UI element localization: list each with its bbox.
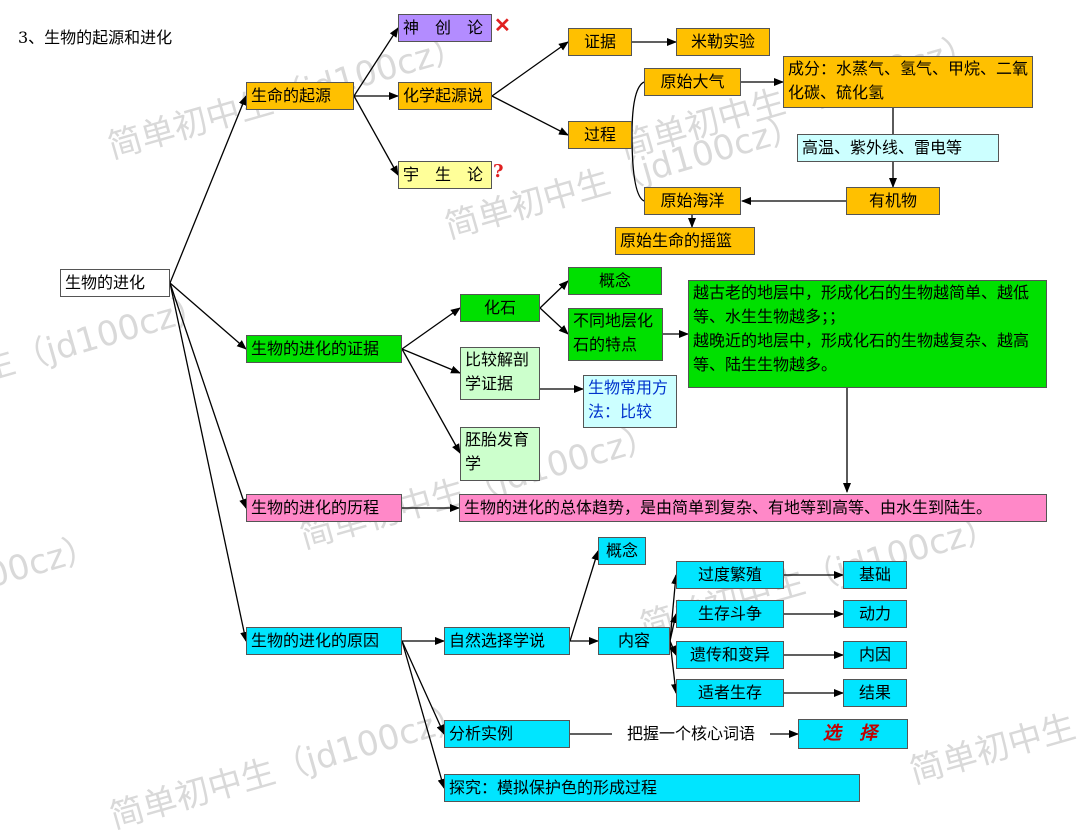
- node-comparative-anatomy: 比较解剖学证据: [460, 347, 540, 400]
- node-primitive-ocean: 原始海洋: [644, 187, 741, 215]
- connector-line: [169, 282, 247, 509]
- node-chemical: 化学起源说: [398, 82, 492, 110]
- connector-line: [401, 640, 446, 789]
- node-survival-fittest: 适者生存: [676, 679, 784, 707]
- node-inquiry: 探究：模拟保护色的形成过程: [444, 774, 860, 802]
- connector-line: [169, 282, 249, 642]
- node-driving-force: 动力: [843, 600, 907, 628]
- node-composition: 成分：水蒸气、氢气、甲烷、二氧化碳、硫化氢: [783, 56, 1033, 108]
- node-over-reproduction: 过度繁殖: [676, 561, 784, 589]
- node-evolution-course: 生物的进化的历程: [246, 494, 402, 522]
- node-natural-selection: 自然选择学说: [444, 627, 570, 655]
- node-selection: 选 择: [798, 719, 908, 749]
- connector-line: [669, 613, 678, 642]
- connector-line: [539, 280, 569, 309]
- connector-line: [539, 307, 569, 335]
- connector-line: [169, 282, 247, 350]
- strata-detail-recent: 越晚近的地层中，形成化石的生物越复杂、越高等、陆生生物越多。: [693, 331, 1030, 374]
- strata-detail-older: 越古老的地层中，形成化石的生物越简单、越低等、水生生物越多；；: [693, 283, 1030, 326]
- connector-line: [668, 640, 677, 656]
- node-struggle: 生存斗争: [676, 600, 784, 628]
- node-conditions: 高温、紫外线、雷电等: [797, 134, 999, 162]
- cross-mark-icon: ✕: [494, 13, 511, 37]
- connector-line: [669, 574, 680, 642]
- connector-line: [631, 134, 645, 202]
- connector-line: [569, 550, 600, 642]
- connector-line: [353, 95, 399, 176]
- node-evolution-evidence: 生物的进化的证据: [246, 335, 402, 363]
- question-mark-icon: ?: [493, 161, 504, 182]
- node-origin: 生命的起源: [246, 82, 354, 110]
- connector-line: [401, 307, 461, 350]
- node-heredity-variation: 遗传和变异: [676, 641, 784, 669]
- connector-line: [491, 95, 569, 136]
- connector-line: [401, 348, 461, 374]
- node-basis: 基础: [843, 561, 907, 589]
- connector-line: [401, 640, 445, 735]
- node-strata-features: 不同地层化石的特点: [568, 308, 663, 361]
- node-cradle: 原始生命的摇篮: [615, 227, 755, 255]
- connector-line: [631, 81, 645, 136]
- node-organic: 有机物: [846, 187, 940, 215]
- node-embryology: 胚胎发育学: [460, 427, 540, 481]
- node-trend: 生物的进化的总体趋势，是由简单到复杂、有地等到高等、由水生到陆生。: [459, 494, 1047, 522]
- node-root: 生物的进化: [60, 269, 170, 297]
- node-cosmic: 宇 生 论: [398, 161, 492, 189]
- node-concept-2: 概念: [598, 537, 646, 565]
- connector-line: [401, 348, 461, 454]
- node-internal-cause: 内因: [843, 641, 907, 669]
- node-common-method: 生物常用方法：比较: [583, 375, 677, 428]
- connector-line: [669, 640, 679, 694]
- connector-line: [353, 27, 399, 97]
- node-core-word: 把握一个核心词语: [612, 720, 770, 748]
- node-concept-1: 概念: [568, 267, 662, 295]
- node-process: 过程: [568, 121, 632, 149]
- node-result: 结果: [843, 679, 907, 707]
- connector-line: [169, 95, 247, 284]
- node-strata-detail: 越古老的地层中，形成化石的生物越简单、越低等、水生生物越多；； 越晚近的地层中，…: [688, 280, 1047, 388]
- node-primitive-atmosphere: 原始大气: [644, 68, 741, 96]
- connector-line: [491, 41, 569, 97]
- node-evidence: 证据: [568, 28, 632, 56]
- node-content: 内容: [598, 627, 670, 655]
- page-title: 3、生物的起源和进化: [18, 28, 173, 47]
- node-evolution-cause: 生物的进化的原因: [246, 627, 402, 655]
- node-miller: 米勒实验: [676, 28, 770, 56]
- node-analyze-examples: 分析实例: [444, 720, 570, 748]
- node-fossil: 化石: [460, 294, 540, 322]
- node-creation: 神 创 论: [398, 14, 492, 42]
